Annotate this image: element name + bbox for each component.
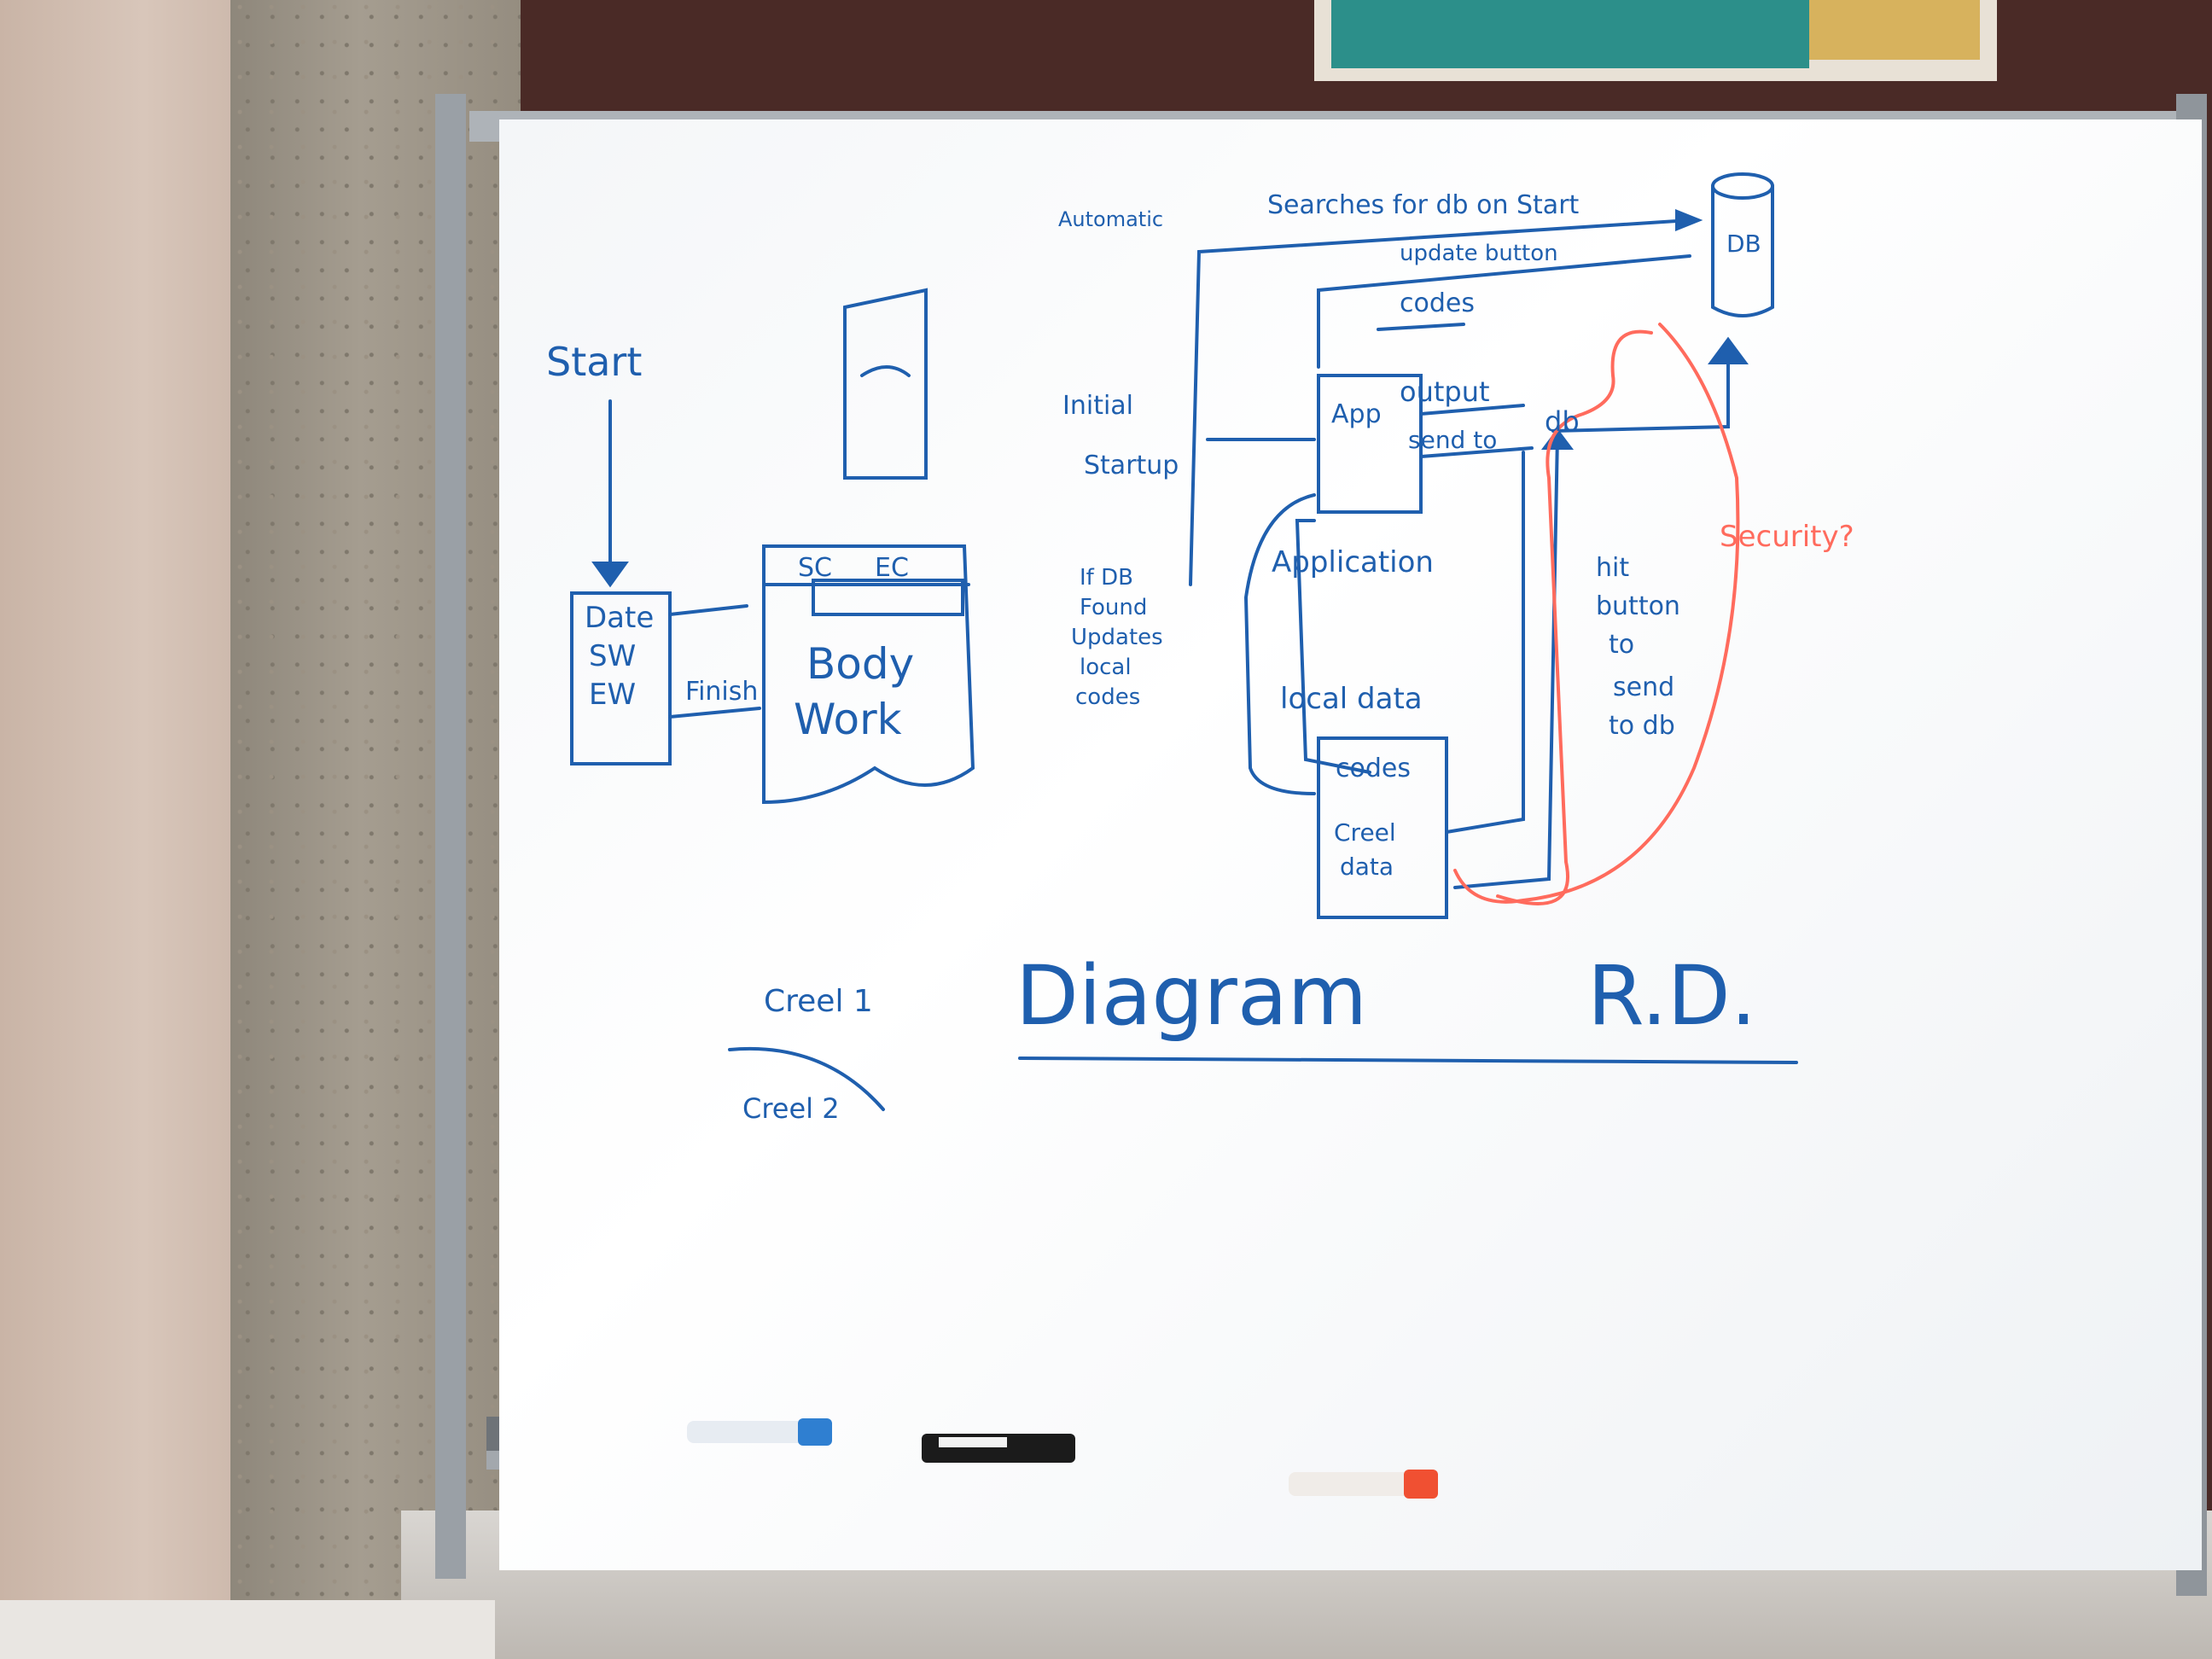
output-label: output (1400, 375, 1490, 408)
if-db-label-3: Updates (1071, 625, 1163, 650)
update-button-path (1317, 254, 1691, 369)
button-label: button (1596, 591, 1680, 621)
db-return-arrow (1708, 336, 1749, 364)
document-sketch (843, 288, 928, 480)
hit-label: hit (1596, 553, 1629, 583)
initial-label: Initial (1062, 391, 1133, 421)
automatic-label: Automatic (1058, 207, 1163, 231)
desk-corner (0, 1600, 495, 1659)
ec-label: EC (875, 553, 909, 583)
app-label: App (1331, 399, 1382, 429)
app-loop-left (1243, 493, 1316, 795)
document-squiggle (860, 365, 911, 377)
app-loop-inner (1295, 519, 1371, 774)
if-db-label-2: Found (1080, 595, 1147, 620)
body-label: Body (806, 639, 914, 689)
searches-label: Searches for db on Start (1267, 190, 1580, 220)
output-line (1419, 404, 1525, 416)
db-cylinder-top (1711, 172, 1774, 200)
blue-marker[interactable] (687, 1421, 815, 1443)
startup-label: Startup (1084, 451, 1179, 480)
codes-top-label: codes (1400, 288, 1475, 318)
security-label: Security? (1720, 520, 1854, 554)
hit-button-path (1453, 434, 1559, 889)
start-label: Start (546, 339, 642, 385)
red-marker-cap (1404, 1470, 1438, 1499)
creel-2-label: Creel 2 (742, 1092, 840, 1125)
to-db-label: to db (1609, 711, 1675, 741)
if-db-label-4: local (1080, 655, 1132, 680)
poster-panel-yellow (1809, 0, 1980, 60)
data-label: data (1340, 853, 1394, 881)
rd-label: R.D. (1587, 948, 1756, 1044)
blue-marker-cap (798, 1418, 832, 1446)
whiteboard: Start Date SW EW Finish SC EC Body Work … (499, 119, 2202, 1570)
sw-label: SW (589, 639, 636, 673)
send-to-label: send to (1408, 426, 1497, 454)
black-marker-label (939, 1437, 1007, 1447)
codes-creel-box (1317, 736, 1448, 919)
body-subheader (812, 579, 964, 616)
finish-label: Finish (685, 677, 758, 707)
db-label: DB (1726, 230, 1761, 258)
date-sw-ew-box (570, 591, 672, 765)
poster-panel-teal (1331, 0, 1809, 68)
search-db-path (1189, 218, 1691, 586)
db-cylinder-body (1711, 184, 1774, 317)
work-label: Work (794, 695, 902, 744)
sc-label: SC (798, 553, 832, 583)
send-to-codes-path (1445, 451, 1525, 834)
db-target-label: db (1545, 405, 1580, 438)
red-marker[interactable] (1289, 1472, 1417, 1496)
diagram-title: Diagram (1016, 948, 1367, 1044)
application-label: Application (1272, 545, 1434, 579)
if-db-label-1: If DB (1080, 565, 1133, 591)
creel-divider (728, 1046, 885, 1111)
body-work-box (762, 544, 975, 805)
if-db-label-5: codes (1075, 684, 1140, 710)
left-wall (0, 0, 239, 1659)
security-path-outer (1453, 323, 1740, 904)
marker-tray (687, 1418, 1438, 1499)
connector-top (668, 604, 748, 616)
send-label: send (1613, 672, 1674, 702)
send-to-line (1419, 446, 1534, 458)
date-label: Date (585, 601, 654, 635)
creel-1-label: Creel 1 (764, 984, 873, 1019)
codes-box-label: codes (1336, 754, 1411, 783)
db-return-path (1551, 357, 1730, 433)
search-arrow-head (1675, 209, 1703, 231)
update-button-label: update button (1400, 241, 1558, 266)
creel-label: Creel (1334, 818, 1396, 847)
app-box (1317, 374, 1423, 514)
title-underline (1018, 1057, 1798, 1064)
codes-arrow-line (1377, 323, 1465, 331)
local-data-label: local data (1280, 682, 1423, 716)
ew-label: EW (589, 678, 636, 712)
start-arrow-head (591, 562, 629, 588)
concrete-pillar (230, 0, 521, 1659)
finish-arrow-line (668, 707, 761, 719)
to-label: to (1609, 630, 1634, 660)
